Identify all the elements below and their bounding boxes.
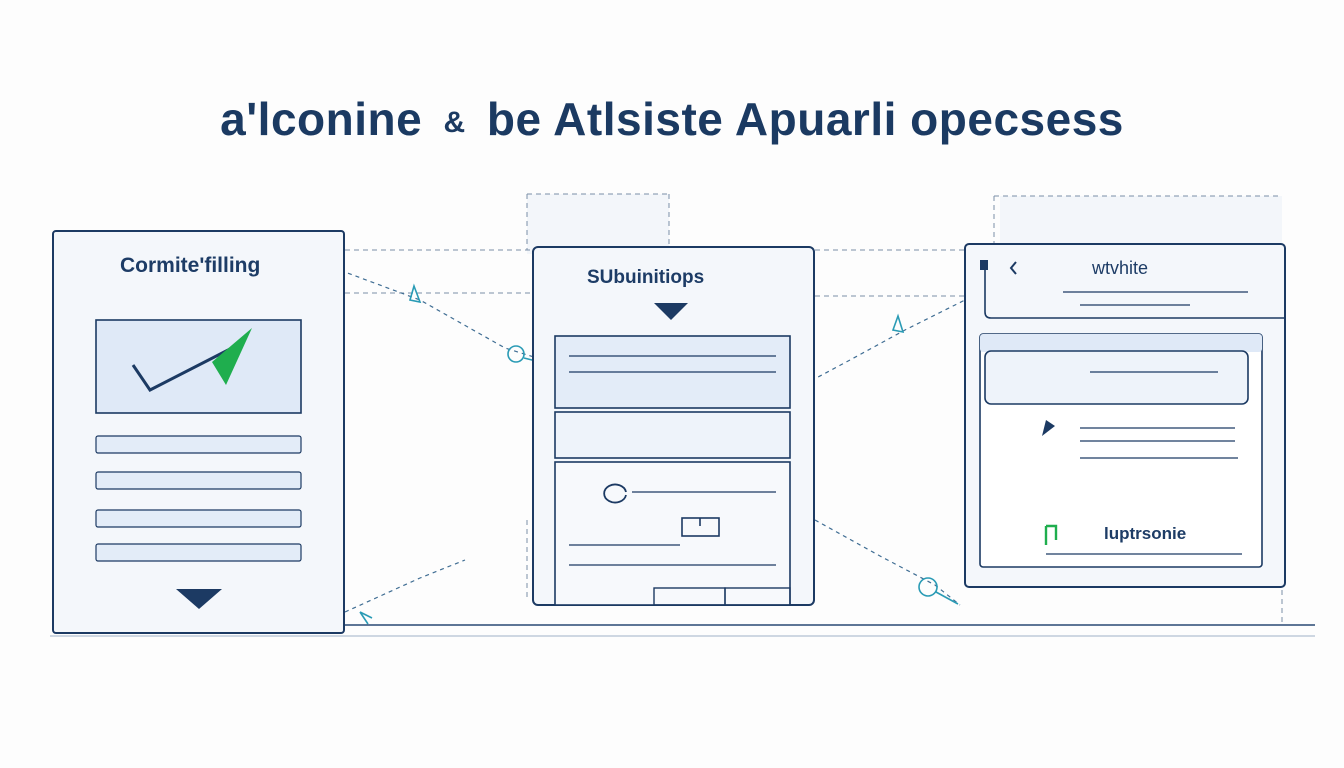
right-panel-footer: luptrsonie: [1104, 524, 1187, 543]
right-panel-heading: wtvhite: [1092, 258, 1149, 278]
left-panel-heading: Cormite'filling: [120, 254, 261, 277]
form-field: [95, 471, 302, 490]
loading-icon: [603, 483, 627, 504]
title-connector: &: [443, 106, 466, 139]
form-field: [95, 435, 302, 454]
background-frames: [527, 194, 1282, 254]
pointer-icon: [1042, 420, 1055, 436]
output-area: [554, 461, 791, 606]
background-dashed-guides: [345, 193, 1283, 625]
title-part-2: be Atlsiste Apuarli opecsess: [486, 93, 1124, 145]
back-chevron-icon: [1009, 261, 1017, 275]
form-field: [95, 509, 302, 528]
footer-button: [724, 587, 791, 606]
node-icon: [918, 577, 938, 597]
search-field: [984, 350, 1249, 405]
diagram-title: a'lconine & be Atlsiste Apuarli opecsess: [0, 92, 1344, 146]
bookmark-icon: [980, 260, 988, 270]
dropdown-arrow-icon: [176, 589, 222, 609]
panel-form-filling: [52, 230, 345, 634]
dropdown-arrow-icon: [654, 303, 688, 320]
node-icon: [507, 345, 525, 363]
input-block: [554, 411, 791, 459]
arrow-icon: [212, 328, 252, 385]
form-field: [95, 543, 302, 562]
middle-panel-heading: SUbuinitiops: [587, 267, 705, 288]
flag-icon: [1044, 524, 1058, 545]
title-part-1: a'lconine: [220, 93, 423, 145]
checkmark-icon: [131, 346, 233, 392]
panel-website: [964, 243, 1286, 588]
panel-submissions: [532, 246, 815, 606]
flow-connectors: [317, 261, 966, 613]
